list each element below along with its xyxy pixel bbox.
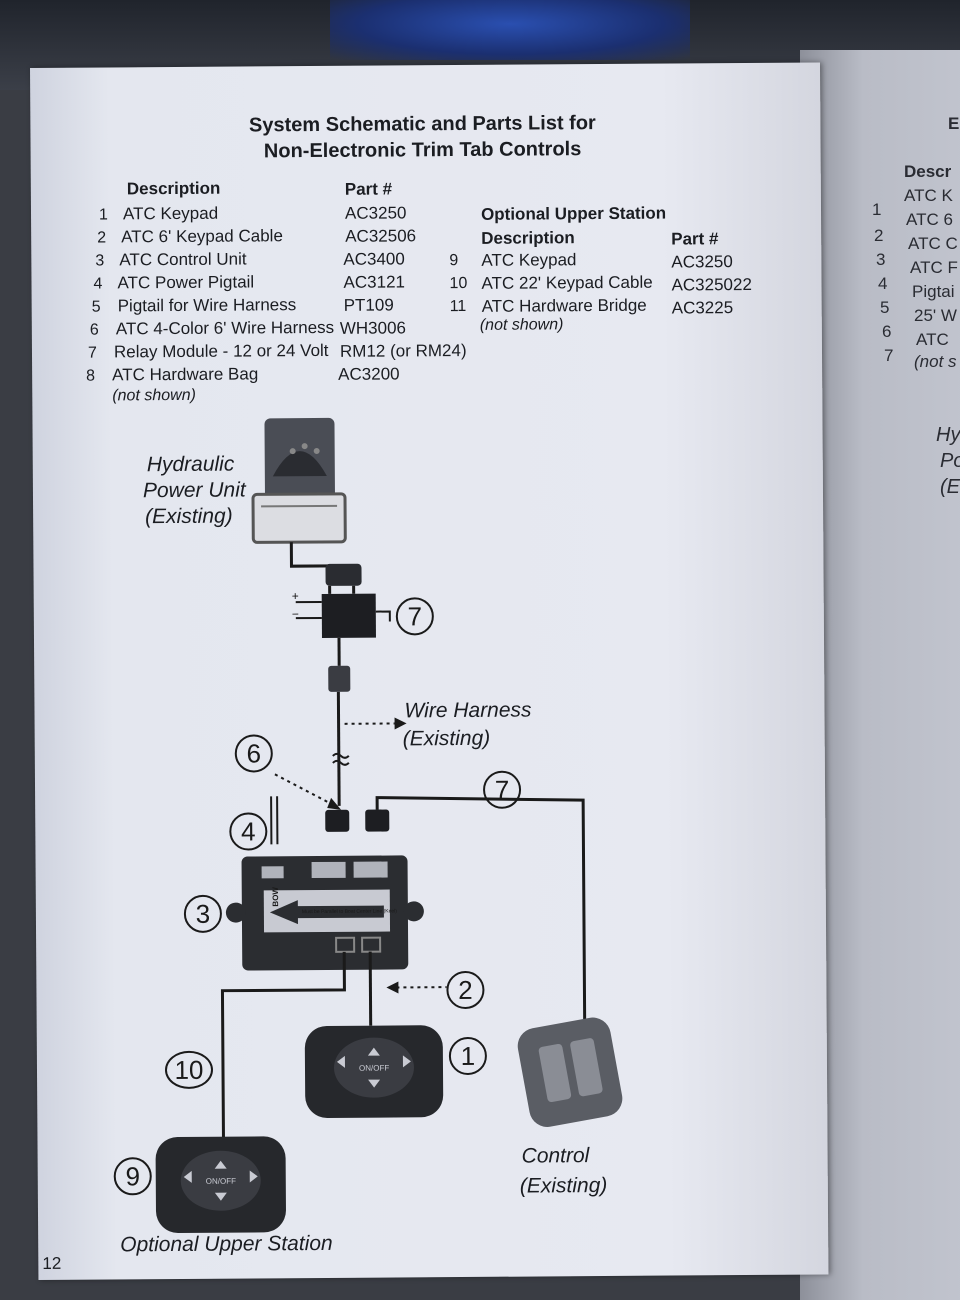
callout-10: 10 xyxy=(164,1050,214,1090)
connector-graphic xyxy=(325,563,362,586)
svg-text:+: + xyxy=(292,589,299,603)
right-row-text: ATC C xyxy=(908,234,958,253)
right-desc-fragment: Descr xyxy=(904,162,952,181)
right-label-fragment: (E xyxy=(940,476,960,498)
callout-1: 1 xyxy=(448,1036,488,1076)
right-heading-fragment: E xyxy=(948,114,960,133)
right-row-text: Pigtai xyxy=(912,282,955,301)
callout-2: 2 xyxy=(446,970,485,1010)
background-blue-object xyxy=(330,0,690,60)
hpu-label-line2: Power Unit xyxy=(142,478,246,503)
callout-7: 7 xyxy=(395,597,434,636)
wire-harness-label-line2: (Existing) xyxy=(402,726,491,751)
hpu-label-line3: (Existing) xyxy=(145,504,233,529)
upper-station-label: Optional Upper Station xyxy=(120,1231,333,1257)
svg-text:−: − xyxy=(292,607,299,621)
right-row-text: ATC F xyxy=(910,258,958,277)
upper-keypad-onoff-text: ON/OFF xyxy=(205,1176,237,1186)
page-number: 12 xyxy=(42,1253,62,1273)
right-row-text: 25' W xyxy=(914,306,957,325)
right-row-text: ATC K xyxy=(904,186,953,205)
callout-4: 4 xyxy=(229,812,268,851)
callout-6: 7 xyxy=(482,770,522,809)
relay-module-graphic xyxy=(321,593,376,638)
control-label-line1: Control xyxy=(521,1144,590,1168)
existing-control-graphic xyxy=(517,1017,623,1127)
keypad-graphic xyxy=(304,1025,444,1118)
upper-keypad-graphic xyxy=(155,1136,286,1233)
right-row-num: 5 xyxy=(880,298,890,317)
right-row-text: ATC 6 xyxy=(906,210,953,229)
control-unit-subtext: Must be Parallel to Boat Center Line (Ke… xyxy=(301,908,397,916)
control-unit-bow-text: BOW xyxy=(271,886,281,907)
hydraulic-power-unit-graphic xyxy=(251,417,347,544)
right-row-num: 4 xyxy=(878,274,888,293)
right-label-fragment: Po xyxy=(940,450,960,472)
right-row-num: 7 xyxy=(884,346,894,365)
schematic-diagram: + − xyxy=(155,417,623,1233)
control-label-line2: (Existing) xyxy=(519,1173,608,1198)
right-row-num: 6 xyxy=(882,322,892,341)
control-unit-graphic xyxy=(225,855,424,971)
right-label-fragment: Hy xyxy=(936,424,960,446)
callout-9: 9 xyxy=(113,1157,152,1196)
right-row-num: 3 xyxy=(876,250,886,269)
right-row-text: ATC xyxy=(916,330,949,349)
callout-5: 6 xyxy=(234,734,273,773)
callout-3: 3 xyxy=(183,894,223,933)
right-note-fragment: (not s xyxy=(914,352,957,371)
wire-harness-label-line1: Wire Harness xyxy=(404,698,532,723)
right-row-num: 2 xyxy=(874,226,884,245)
manual-page: System Schematic and Parts List for Non-… xyxy=(30,62,829,1280)
right-row-num: 1 xyxy=(872,200,882,219)
hpu-label-line1: Hydraulic xyxy=(146,452,235,477)
keypad-onoff-text: ON/OFF xyxy=(358,1063,390,1073)
